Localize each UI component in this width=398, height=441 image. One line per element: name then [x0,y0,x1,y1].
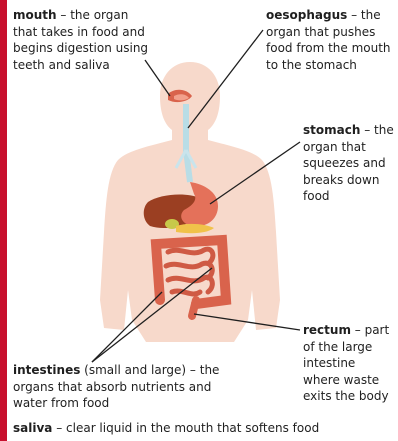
saliva-label: saliva – clear liquid in the mouth that … [13,420,393,437]
stomach-term: stomach [303,123,360,137]
mouth-label: mouth – the organ that takes in food and… [13,7,151,73]
stomach-label: stomach – the organ that squeezes and br… [303,122,395,205]
rectum-term: rectum [303,323,351,337]
intestines-term: intestines [13,363,80,377]
intestines-label: intestines (small and large) – the organ… [13,362,233,412]
mouth-term: mouth [13,8,57,22]
oesophagus-term: oesophagus [266,8,347,22]
rectum-label: rectum – part of the large intestine whe… [303,322,395,405]
saliva-description: – clear liquid in the mouth that softens… [52,421,319,435]
oesophagus-label: oesophagus – the organ that pushes food … [266,7,394,73]
saliva-term: saliva [13,421,52,435]
